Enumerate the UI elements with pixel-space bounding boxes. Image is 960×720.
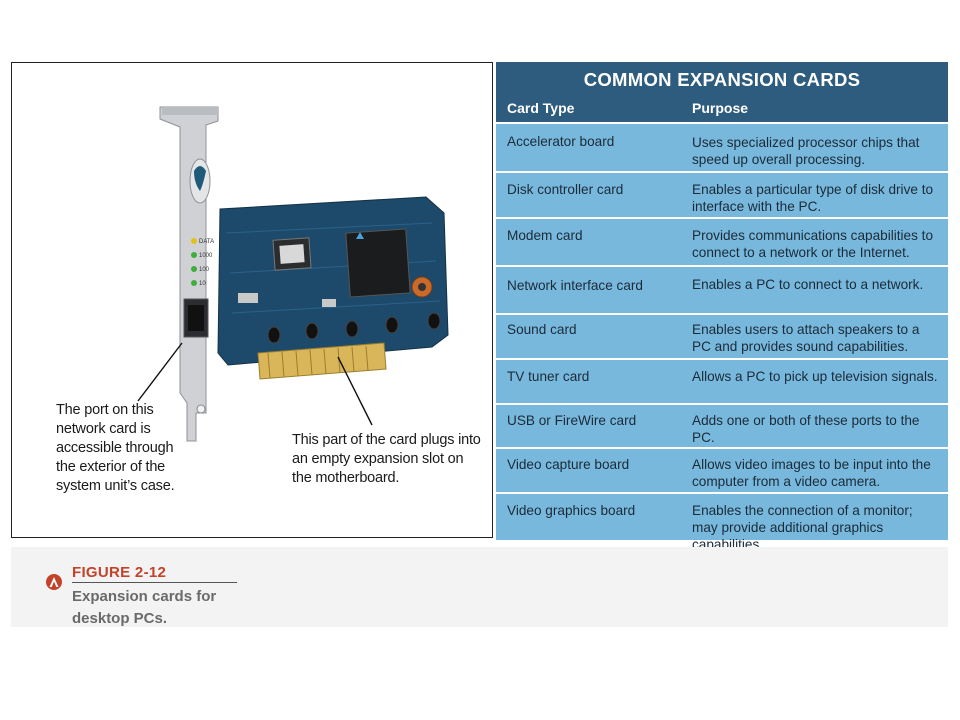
table-header: COMMON EXPANSION CARDS Card Type Purpose <box>496 62 948 122</box>
network-card-figure: DATA 1000 100 10 <box>11 62 493 538</box>
row-card-type: Accelerator board <box>507 134 615 149</box>
row-purpose: Enables a PC to connect to a network. <box>692 277 924 292</box>
led-label-1000: 1000 <box>199 253 213 259</box>
table-row: Accelerator board Uses specialized proce… <box>496 122 948 171</box>
table-row: Video capture board Allows video images … <box>496 447 948 492</box>
slot-callout-text: This part of the card plugs into an empt… <box>292 432 481 486</box>
row-card-type: TV tuner card <box>507 369 590 384</box>
expansion-cards-table: COMMON EXPANSION CARDS Card Type Purpose… <box>496 62 948 552</box>
table-row: Network interface card Enables a PC to c… <box>496 265 948 313</box>
row-card-type: Sound card <box>507 322 577 337</box>
row-purpose: Allows a PC to pick up television signal… <box>692 369 938 384</box>
row-purpose: Uses specialized processor chips that sp… <box>692 135 920 167</box>
figure-number: FIGURE 2-12 <box>72 564 167 581</box>
slot-callout-line <box>337 356 373 426</box>
column-header-card-type: Card Type <box>507 100 575 116</box>
figure-caption: Expansion cards for desktop PCs. <box>72 588 217 627</box>
figure-a-icon <box>46 574 62 590</box>
row-purpose: Allows video images to be input into the… <box>692 457 931 489</box>
table-row: TV tuner card Allows a PC to pick up tel… <box>496 358 948 403</box>
table-title: COMMON EXPANSION CARDS <box>583 69 861 90</box>
port-callout-text: The port on this network card is accessi… <box>56 402 175 494</box>
row-purpose: Provides communications capabilities to … <box>692 228 934 260</box>
edge-connector <box>257 342 387 380</box>
table-row: USB or FireWire card Adds one or both of… <box>496 403 948 447</box>
row-purpose: Enables users to attach speakers to a PC… <box>692 322 920 354</box>
table-row: Sound card Enables users to attach speak… <box>496 313 948 358</box>
network-card-illustration: DATA 1000 100 10 <box>137 106 449 442</box>
row-card-type: USB or FireWire card <box>507 413 637 428</box>
table-row: Disk controller card Enables a particula… <box>496 171 948 217</box>
row-card-type: Modem card <box>507 228 583 243</box>
led-label-data: DATA <box>199 239 214 245</box>
row-card-type: Network interface card <box>507 278 643 293</box>
table-row: Video graphics board Enables the connect… <box>496 492 948 552</box>
row-purpose: Enables a particular type of disk drive … <box>692 182 934 214</box>
circuit-board <box>217 196 449 366</box>
column-header-purpose: Purpose <box>692 100 749 116</box>
row-card-type: Video graphics board <box>507 503 636 518</box>
metal-bracket <box>159 106 219 442</box>
row-card-type: Video capture board <box>507 457 630 472</box>
row-purpose: Adds one or both of these ports to the P… <box>692 413 920 445</box>
figure-divider <box>72 582 237 583</box>
led-label-10: 10 <box>199 281 206 287</box>
figure-caption-band <box>11 547 948 627</box>
table-row: Modem card Provides communications capab… <box>496 217 948 265</box>
bracket-led-labels: DATA 1000 100 10 <box>199 239 214 287</box>
led-label-100: 100 <box>199 267 210 273</box>
row-purpose: Enables the connection of a monitor; may… <box>692 503 913 552</box>
row-card-type: Disk controller card <box>507 182 624 197</box>
port-callout-line <box>137 342 183 402</box>
